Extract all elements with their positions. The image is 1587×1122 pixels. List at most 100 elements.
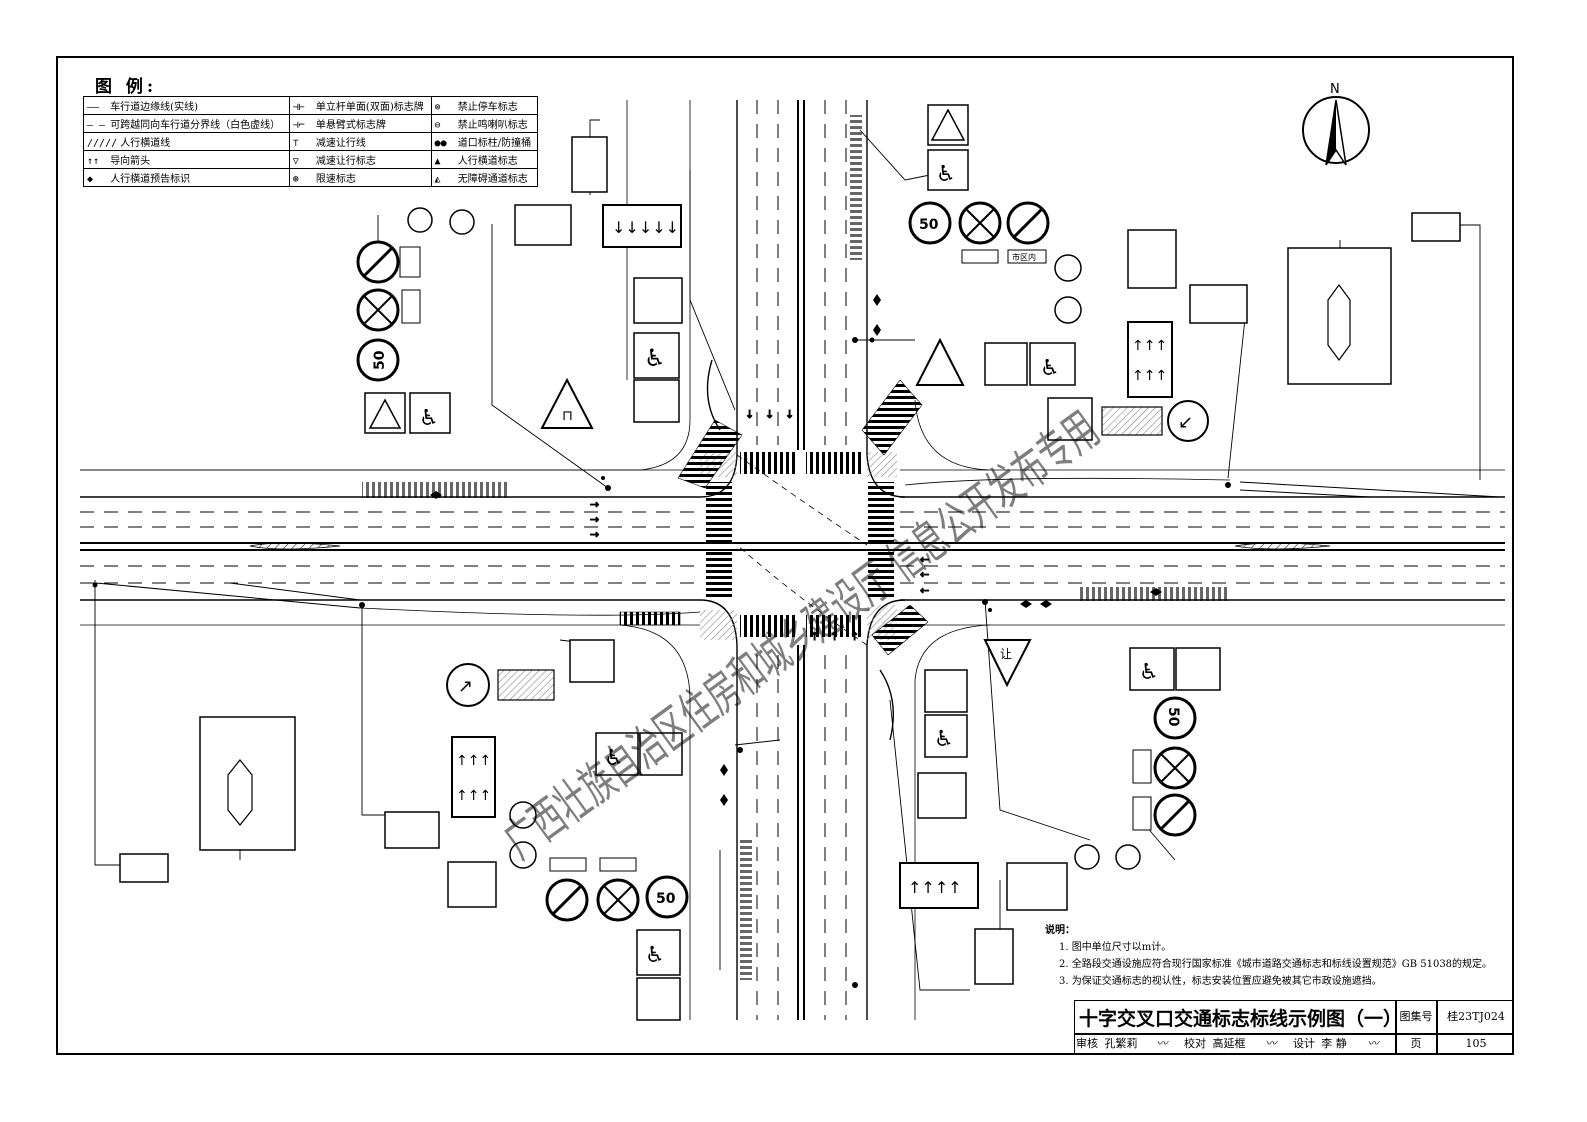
legend-table: —— 车行道边缘线(实线)⊣⊢ 单立杆单面(双面)标志牌⊗ 禁止停车标志– – … [83, 96, 539, 187]
legend-cell: ⊤ 减速让行线 [288, 132, 432, 151]
legend-cell: ●● 道口标柱/防撞桶 [430, 132, 539, 151]
sheet-border [56, 56, 1514, 1055]
legend-symbol-icon: —— [87, 102, 100, 113]
legend-label: 单立杆单面(双面)标志牌 [315, 102, 424, 113]
legend-label: 禁止停车标志 [457, 102, 518, 113]
svg-text:♿: ♿ [1040, 356, 1060, 381]
legend-symbol-icon: ↑↑ [87, 156, 100, 167]
legend-symbol-icon: ▽ [292, 156, 299, 167]
legend-row: ↑↑ 导向箭头▽ 减速让行标志▲ 人行横道标志 [83, 150, 539, 169]
review-signature: 〰 [1156, 1037, 1168, 1050]
legend-label: 限速标志 [315, 174, 356, 185]
svg-text:↑: ↑ [830, 630, 839, 643]
direction-arrow-sign-icon [1167, 400, 1209, 442]
svg-text:→: → [590, 498, 599, 511]
lane-direction-sign [451, 736, 496, 818]
yield-label: 让 [1000, 647, 1012, 661]
legend-cell: ▲ 人行横道标志 [430, 150, 539, 169]
svg-text:♿: ♿ [1139, 660, 1159, 685]
bus-sign-icon [509, 801, 537, 829]
north-label: N [1330, 82, 1340, 97]
checker-name: 高延框 [1212, 1037, 1246, 1050]
crosswalk-sign-icon [924, 669, 968, 713]
svg-text:广西壮族自治区住房和城乡建设厅 信息公开发布专用: 广西壮族自治区住房和城乡建设厅 信息公开发布专用 [494, 401, 1109, 870]
svg-text:↑↑↑: ↑↑↑ [456, 753, 491, 769]
legend-label: 导向箭头 [110, 156, 151, 167]
bus-sign-icon [1074, 844, 1100, 870]
svg-text:←: ← [920, 553, 929, 566]
speed-limit-sign-icon [908, 201, 952, 245]
svg-text:↙: ↙ [1178, 412, 1193, 433]
legend-title: 图 例: [95, 77, 158, 97]
speed-limit-value-sw: 50 [656, 891, 676, 907]
overhead-guide-sign [974, 928, 1014, 985]
atlas-label: 图集号 [1399, 1010, 1433, 1023]
bicycle-sign-icon [1115, 844, 1141, 870]
legend-cell: ⊖ 禁止鸣喇叭标志 [430, 114, 539, 133]
legend-label: 车行道边缘线(实线) [110, 102, 198, 113]
svg-text:↗: ↗ [458, 676, 473, 697]
legend-symbol-icon: ⊤ [292, 138, 299, 149]
sign-leaders [94, 119, 1481, 991]
legend-cell: —— 车行道边缘线(实线) [83, 96, 290, 115]
lane-direction-sign [899, 862, 979, 909]
legend-symbol-icon: – – [87, 120, 106, 131]
designer-name: 李 静 [1321, 1037, 1347, 1050]
speed-limit-value-ne: 50 [919, 217, 939, 233]
lane-direction-sign [602, 204, 682, 248]
design-signature: 〰 [1367, 1037, 1379, 1050]
accessible-sign-icon [636, 929, 681, 976]
speed-limit-sign-icon [1153, 696, 1197, 740]
accessible-sign-icon [1129, 647, 1175, 691]
drawing-title: 十字交叉口交通标志标线示例图（一） [1079, 1008, 1403, 1030]
bicycle-sign-icon [407, 207, 433, 233]
city-area-label: 市区内 [1012, 252, 1036, 262]
legend-cell: ⊣⊢ 单立杆单面(双面)标志牌 [288, 96, 432, 115]
crosswalk-sign-icon [639, 732, 683, 776]
legend-label: 无障碍通道标志 [457, 174, 528, 185]
accessible-sign-icon [595, 732, 639, 776]
svg-text:→: → [590, 513, 599, 526]
yield-warning-sign-icon [915, 337, 965, 386]
legend-cell: ⊣⌐ 单悬臂式标志牌 [288, 114, 432, 133]
legend-cell: ▽ 减速让行标志 [288, 150, 432, 169]
legend-symbol-icon: ◭ [434, 174, 441, 185]
crosswalks [362, 115, 1228, 980]
reviewer-name: 孔繁莉 [1104, 1037, 1138, 1050]
legend-label: 人行横道线 [120, 138, 171, 149]
accessible-sign-icon [409, 392, 451, 434]
note-item: 2. 全路段交通设施应符合现行国家标准《城市道路交通标志和标线设置规范》GB 5… [1059, 959, 1493, 970]
svg-text:♿: ♿ [419, 406, 439, 431]
legend-symbol-icon: ●● [434, 138, 447, 149]
svg-text:→: → [590, 528, 599, 541]
lane-arrows: ↓↓↓ ↑↑↑ →→→ ←←← [590, 408, 930, 644]
legend-label: 禁止鸣喇叭标志 [457, 120, 528, 131]
speed-limit-value: 50 [372, 350, 388, 370]
legend-label: 单悬臂式标志牌 [315, 120, 386, 131]
legend-symbol-icon: ⊣⌐ [292, 120, 305, 131]
check-signature: 〰 [1265, 1037, 1277, 1050]
watermark: 广西壮族自治区住房和城乡建设厅 信息公开发布专用 [494, 401, 1109, 870]
svg-text:♿: ♿ [934, 727, 954, 752]
legend-symbol-icon: ⊗ [434, 102, 441, 113]
legend-symbol-icon: ⊖ [434, 120, 441, 131]
legend-label: 人行横道标志 [457, 156, 518, 167]
legend-cell: ↑↑ 导向箭头 [83, 150, 290, 169]
legend-label: 道口标柱/防撞桶 [457, 138, 532, 149]
bicycle-sign-icon [509, 841, 537, 869]
svg-text:⊓: ⊓ [562, 408, 573, 424]
crossing-warning-diamonds [430, 294, 1162, 806]
svg-text:↑↑↑: ↑↑↑ [1132, 368, 1167, 384]
title-block: 十字交叉口交通标志标线示例图（一） 图集号 桂23TJ024 审核 孔繁莉 〰 … [1074, 1000, 1514, 1053]
svg-text:♿: ♿ [645, 943, 665, 968]
legend-symbol-icon: ///// [87, 138, 118, 149]
legend-cell: ⊛ 限速标志 [288, 168, 432, 187]
svg-text:↓: ↓ [765, 408, 774, 421]
bus-sign-icon [449, 209, 475, 235]
svg-text:↑: ↑ [810, 630, 819, 643]
legend-symbol-icon: ▲ [434, 156, 441, 167]
svg-text:↓: ↓ [745, 408, 754, 421]
notes: 说明： 1. 图中单位尺寸以m计。 2. 全路段交通设施应符合现行国家标准《城市… [1045, 922, 1492, 990]
svg-text:↑: ↑ [850, 630, 859, 643]
yield-sign-icon [983, 639, 1032, 688]
